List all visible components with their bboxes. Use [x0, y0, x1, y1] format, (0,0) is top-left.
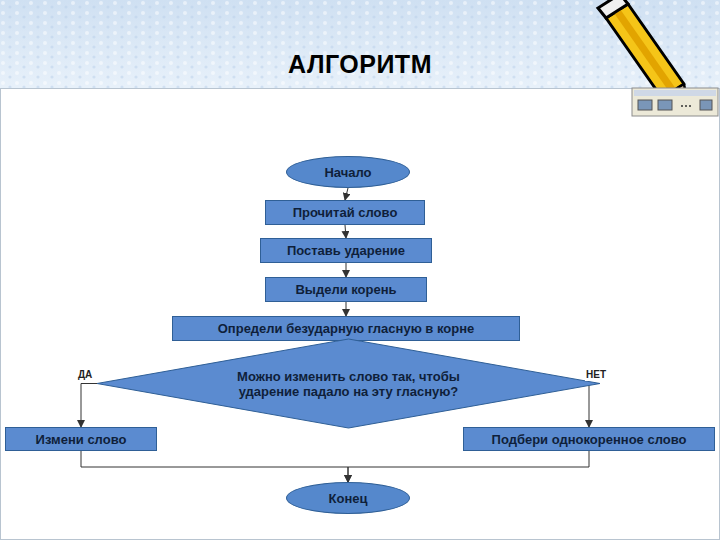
- node-text: Поставь ударение: [287, 243, 405, 258]
- flow-connector: [346, 302, 347, 316]
- text-group: Подбери однокоренное слово: [492, 432, 687, 447]
- flow-connector: [348, 451, 589, 482]
- text-group: Прочитай слово: [293, 205, 398, 220]
- text-group: Конец: [329, 491, 368, 506]
- node-text: Определи безударную гласную в корне: [218, 321, 475, 336]
- end-terminal: Конец: [286, 482, 410, 514]
- text-group: Выдели корень: [295, 282, 396, 297]
- process-box: Поставь ударение: [260, 238, 432, 263]
- flow-connector: [81, 384, 97, 428]
- slide-title: АЛГОРИТМ: [0, 50, 720, 79]
- viewer-toolbar: [632, 88, 718, 116]
- process-box: Подбери однокоренное слово: [463, 427, 715, 451]
- node-text: Конец: [329, 491, 368, 506]
- diamond-shape: [97, 339, 600, 428]
- flow-connector: [346, 263, 347, 277]
- node-text: Измени слово: [36, 432, 127, 447]
- flow-connector: [81, 451, 348, 482]
- branch-label: НЕТ: [585, 369, 607, 381]
- node-text: Подбери однокоренное слово: [492, 432, 687, 447]
- node-text: Можно изменить слово так, чтобы ударение…: [211, 369, 486, 399]
- process-box: Измени слово: [5, 427, 157, 451]
- node-text: Прочитай слово: [293, 205, 398, 220]
- flow-connector: [589, 384, 600, 428]
- process-box: Определи безударную гласную в корне: [172, 316, 520, 341]
- text-group: Определи безударную гласную в корне: [218, 321, 475, 336]
- text-group: Поставь ударение: [287, 243, 405, 258]
- process-box: Выдели корень: [265, 277, 427, 302]
- start-terminal: Начало: [286, 156, 410, 188]
- text-group: Можно изменить слово так, чтобы ударение…: [211, 369, 486, 399]
- flow-connector: [345, 188, 348, 200]
- branch-label: ДА: [77, 369, 93, 381]
- text-group: Начало: [324, 165, 371, 180]
- decision-diamond: Можно изменить слово так, чтобы ударение…: [97, 339, 600, 428]
- node-text: Выдели корень: [295, 282, 396, 297]
- text-group: Измени слово: [36, 432, 127, 447]
- chart-panel: [1, 89, 720, 540]
- node-text: Начало: [324, 165, 371, 180]
- process-box: Прочитай слово: [265, 200, 425, 225]
- flow-connector: [345, 225, 346, 238]
